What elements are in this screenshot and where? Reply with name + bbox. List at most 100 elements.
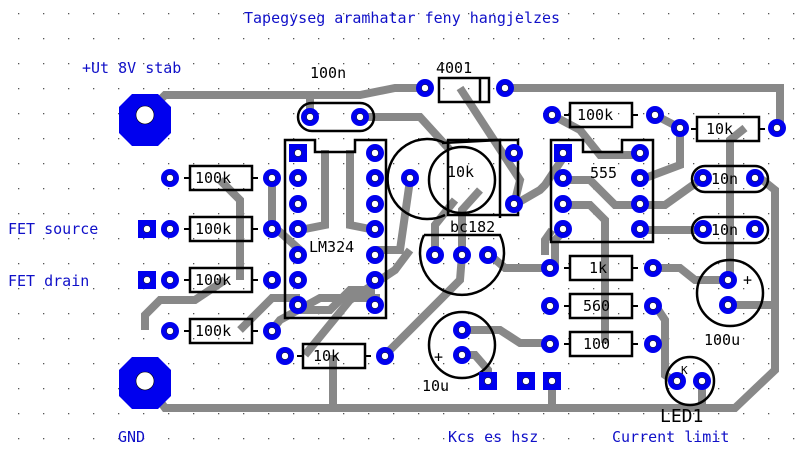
grid-dot bbox=[268, 413, 270, 415]
grid-dot bbox=[743, 438, 745, 440]
grid-dot bbox=[218, 63, 220, 65]
grid-dot bbox=[743, 213, 745, 215]
grid-dot bbox=[443, 38, 445, 40]
grid-dot bbox=[593, 138, 595, 140]
grid-dot bbox=[793, 338, 795, 340]
grid-dot bbox=[118, 213, 120, 215]
grid-dot bbox=[393, 263, 395, 265]
grid-dot bbox=[393, 213, 395, 215]
grid-dot bbox=[718, 338, 720, 340]
grid-dot bbox=[693, 338, 695, 340]
grid-dot bbox=[593, 263, 595, 265]
grid-dot bbox=[768, 363, 770, 365]
grid-dot bbox=[443, 413, 445, 415]
grid-dot bbox=[743, 363, 745, 365]
grid-dot bbox=[393, 188, 395, 190]
grid-dot bbox=[618, 213, 620, 215]
grid-dot bbox=[18, 238, 20, 240]
round-pad bbox=[746, 169, 764, 187]
grid-dot bbox=[768, 288, 770, 290]
grid-dot bbox=[343, 388, 345, 390]
grid-dot bbox=[118, 63, 120, 65]
round-pad bbox=[366, 246, 384, 264]
grid-dot bbox=[593, 363, 595, 365]
grid-dot bbox=[643, 188, 645, 190]
grid-dot bbox=[143, 238, 145, 240]
grid-dot bbox=[743, 288, 745, 290]
grid-dot bbox=[443, 163, 445, 165]
grid-dot bbox=[493, 288, 495, 290]
round-pad bbox=[276, 347, 294, 365]
grid-dot bbox=[218, 363, 220, 365]
grid-dot bbox=[418, 238, 420, 240]
grid-dot bbox=[343, 113, 345, 115]
power-pad[interactable] bbox=[119, 94, 171, 146]
grid-dot bbox=[643, 38, 645, 40]
grid-dot bbox=[793, 113, 795, 115]
grid-dot bbox=[418, 213, 420, 215]
grid-dot bbox=[718, 388, 720, 390]
grid-dot bbox=[68, 138, 70, 140]
grid-dot bbox=[693, 38, 695, 40]
grid-dot bbox=[43, 263, 45, 265]
grid-dot bbox=[293, 188, 295, 190]
grid-dot bbox=[418, 163, 420, 165]
grid-dot bbox=[393, 138, 395, 140]
grid-dot bbox=[618, 138, 620, 140]
diode-4001-outline bbox=[437, 76, 491, 104]
grid-dot bbox=[18, 388, 20, 390]
capacitor-10n-b-outline bbox=[690, 215, 770, 245]
grid-dot bbox=[243, 138, 245, 140]
round-pad bbox=[631, 169, 649, 187]
grid-dot bbox=[168, 213, 170, 215]
grid-dot bbox=[718, 113, 720, 115]
round-pad bbox=[289, 195, 307, 213]
gnd-pad[interactable] bbox=[119, 357, 171, 409]
grid-dot bbox=[418, 413, 420, 415]
grid-dot bbox=[118, 388, 120, 390]
grid-dot bbox=[368, 88, 370, 90]
round-pad bbox=[289, 246, 307, 264]
grid-dot bbox=[493, 263, 495, 265]
grid-dot bbox=[193, 13, 195, 15]
grid-dot bbox=[593, 113, 595, 115]
grid-dot bbox=[93, 288, 95, 290]
grid-dot bbox=[343, 163, 345, 165]
round-pad bbox=[263, 271, 281, 289]
grid-dot bbox=[343, 13, 345, 15]
grid-dot bbox=[293, 13, 295, 15]
grid-dot bbox=[618, 438, 620, 440]
round-pad bbox=[376, 347, 394, 365]
grid-dot bbox=[43, 213, 45, 215]
grid-dot bbox=[368, 338, 370, 340]
grid-dot bbox=[593, 313, 595, 315]
grid-dot bbox=[468, 288, 470, 290]
grid-dot bbox=[168, 88, 170, 90]
grid-dot bbox=[718, 363, 720, 365]
grid-dot bbox=[693, 263, 695, 265]
round-pad bbox=[694, 169, 712, 187]
grid-dot bbox=[668, 38, 670, 40]
grid-dot bbox=[268, 138, 270, 140]
grid-dot bbox=[643, 338, 645, 340]
grid-dot bbox=[518, 438, 520, 440]
grid-dot bbox=[118, 38, 120, 40]
grid-dot bbox=[668, 113, 670, 115]
grid-dot bbox=[368, 438, 370, 440]
cap-10n-b-label: 10n bbox=[711, 221, 738, 239]
grid-dot bbox=[118, 163, 120, 165]
grid-dot bbox=[443, 88, 445, 90]
grid-dot bbox=[218, 388, 220, 390]
grid-dot bbox=[568, 113, 570, 115]
grid-dot bbox=[143, 88, 145, 90]
grid-dot bbox=[618, 63, 620, 65]
grid-dot bbox=[718, 163, 720, 165]
led1-outline bbox=[664, 355, 716, 407]
grid-dot bbox=[68, 213, 70, 215]
grid-dot bbox=[443, 363, 445, 365]
grid-dot bbox=[343, 288, 345, 290]
grid-dot bbox=[318, 438, 320, 440]
grid-dot bbox=[193, 38, 195, 40]
grid-dot bbox=[743, 413, 745, 415]
grid-dot bbox=[468, 238, 470, 240]
